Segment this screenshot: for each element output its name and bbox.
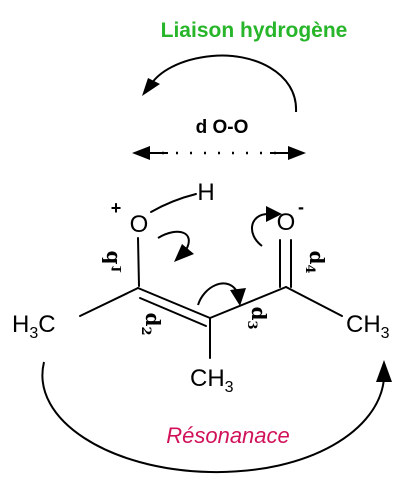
oxygen-left: O: [130, 211, 149, 238]
svg-text:d4: d4: [302, 250, 329, 273]
resonance-label: Résonanace: [166, 423, 290, 448]
resonance-curved-arrow: [41, 360, 392, 474]
distance-label: d O-O: [196, 117, 249, 138]
o-h-bond: [150, 193, 197, 213]
negative-charge: -: [298, 197, 304, 217]
bond-label-d2: d2: [138, 312, 165, 335]
bond-label-d4: d4: [302, 250, 329, 273]
molecule-skeleton: [79, 237, 343, 359]
svg-text:d3: d3: [244, 306, 271, 329]
hydrogen-bond-curved-arrow: [142, 54, 298, 113]
svg-text:d1: d1: [98, 250, 125, 273]
svg-text:d2: d2: [138, 312, 165, 335]
oxygen-right: O: [277, 209, 296, 236]
distance-double-arrow: [132, 146, 306, 160]
bond-label-d3: d3: [244, 306, 271, 329]
methyl-left: H3C: [12, 311, 56, 342]
center-electron-arrow: [197, 282, 246, 306]
right-electron-arrow: [251, 206, 282, 247]
methyl-bottom: CH3: [190, 365, 234, 396]
bond-label-d1: d1: [98, 250, 125, 273]
left-electron-arrow: [157, 230, 194, 262]
methyl-right: CH3: [346, 311, 390, 342]
positive-charge: +: [111, 198, 122, 218]
hydrogen-atom: H: [197, 179, 214, 206]
diagram-title: Liaison hydrogène: [161, 19, 348, 42]
